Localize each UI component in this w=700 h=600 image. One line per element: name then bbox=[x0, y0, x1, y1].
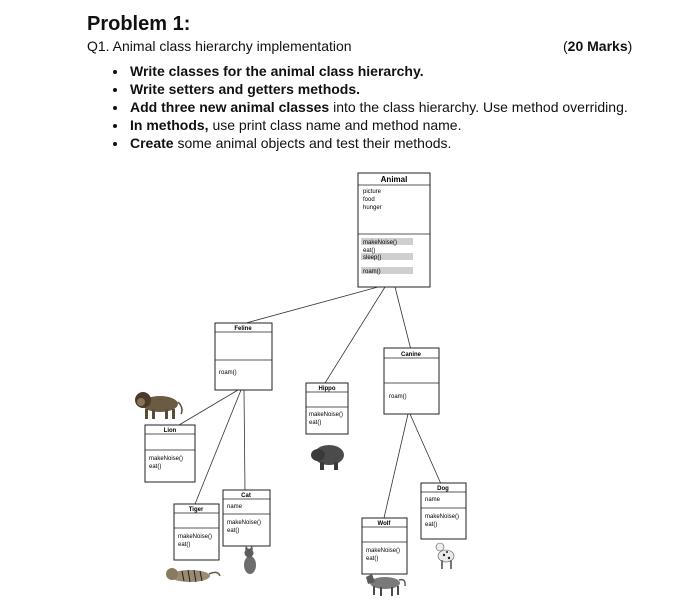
hippo-picture bbox=[311, 445, 344, 470]
task-item: Write setters and getters methods. bbox=[128, 80, 688, 98]
svg-text:roam(): roam() bbox=[389, 394, 407, 400]
task-item: Add three new animal classes into the cl… bbox=[128, 98, 688, 116]
line-animal-hippo bbox=[324, 286, 386, 384]
line-feline-cat bbox=[243, 389, 246, 493]
svg-text:eat(): eat() bbox=[149, 464, 161, 470]
svg-text:makeNoise(): makeNoise() bbox=[309, 412, 343, 418]
marks-label: (20 Marks) bbox=[563, 38, 633, 54]
task-item: In methods, use print class name and met… bbox=[128, 116, 688, 134]
class-name: Lion bbox=[164, 428, 177, 434]
line-animal-canine bbox=[394, 286, 412, 351]
class-box-cat: Cat name makeNoise() eat() bbox=[222, 489, 271, 547]
task-item: Create some animal objects and test thei… bbox=[128, 134, 688, 152]
svg-text:makeNoise(): makeNoise() bbox=[425, 514, 459, 520]
question-title: Q1. Animal class hierarchy implementatio… bbox=[87, 38, 352, 54]
line-canine-dog bbox=[409, 413, 442, 485]
class-name: Feline bbox=[234, 326, 252, 332]
line-feline-tiger bbox=[194, 389, 242, 505]
svg-text:makeNoise(): makeNoise() bbox=[227, 520, 261, 526]
wolf-picture bbox=[366, 574, 406, 596]
class-box-hippo: Hippo makeNoise() eat() bbox=[305, 382, 349, 435]
class-name: Animal bbox=[381, 175, 408, 184]
svg-text:makeNoise(): makeNoise() bbox=[366, 548, 400, 554]
task-list: Write classes for the animal class hiera… bbox=[110, 62, 688, 152]
svg-text:eat(): eat() bbox=[309, 420, 321, 426]
svg-text:name: name bbox=[425, 497, 441, 503]
dog-picture bbox=[435, 542, 455, 569]
svg-text:eat(): eat() bbox=[425, 522, 437, 528]
class-box-canine: Canine roam() bbox=[383, 347, 440, 415]
svg-text:makeNoise(): makeNoise() bbox=[178, 534, 212, 540]
class-name: Canine bbox=[401, 352, 422, 358]
lion-picture bbox=[135, 392, 183, 419]
svg-text:roam(): roam() bbox=[219, 370, 237, 376]
class-box-animal: Animal picture food hunger makeNoise() e… bbox=[357, 172, 431, 288]
class-box-wolf: Wolf makeNoise() eat() bbox=[361, 517, 408, 575]
svg-text:name: name bbox=[227, 504, 243, 510]
class-box-feline: Feline roam() bbox=[214, 322, 273, 391]
svg-text:picture: picture bbox=[363, 189, 382, 195]
class-box-tiger: Tiger makeNoise() eat() bbox=[173, 503, 220, 561]
svg-text:eat(): eat() bbox=[366, 556, 378, 562]
class-box-dog: Dog name makeNoise() eat() bbox=[420, 482, 467, 540]
tiger-picture bbox=[166, 568, 221, 583]
svg-text:eat(): eat() bbox=[178, 542, 190, 548]
svg-text:makeNoise(): makeNoise() bbox=[149, 456, 183, 462]
line-canine-wolf bbox=[383, 413, 409, 519]
class-name: Tiger bbox=[189, 507, 204, 513]
task-item: Write classes for the animal class hiera… bbox=[128, 62, 688, 80]
svg-text:makeNoise(): makeNoise() bbox=[363, 240, 397, 246]
svg-text:hunger: hunger bbox=[363, 205, 382, 211]
class-name: Wolf bbox=[378, 521, 392, 527]
line-animal-feline bbox=[245, 286, 379, 324]
marks-value: 20 Marks bbox=[567, 38, 628, 54]
line-feline-lion bbox=[178, 389, 239, 426]
inheritance-lines bbox=[178, 286, 442, 519]
svg-text:food: food bbox=[363, 197, 375, 203]
class-name: Cat bbox=[241, 493, 251, 499]
svg-text:eat(): eat() bbox=[227, 528, 239, 534]
problem-title: Problem 1: bbox=[87, 13, 191, 35]
cat-picture bbox=[244, 545, 256, 574]
class-name: Dog bbox=[437, 486, 449, 492]
svg-text:eat(): eat() bbox=[363, 248, 375, 254]
class-box-lion: Lion makeNoise() eat() bbox=[144, 424, 196, 483]
svg-text:roam(): roam() bbox=[363, 269, 381, 275]
svg-text:sleep(): sleep() bbox=[363, 255, 381, 261]
class-name: Hippo bbox=[319, 386, 336, 392]
